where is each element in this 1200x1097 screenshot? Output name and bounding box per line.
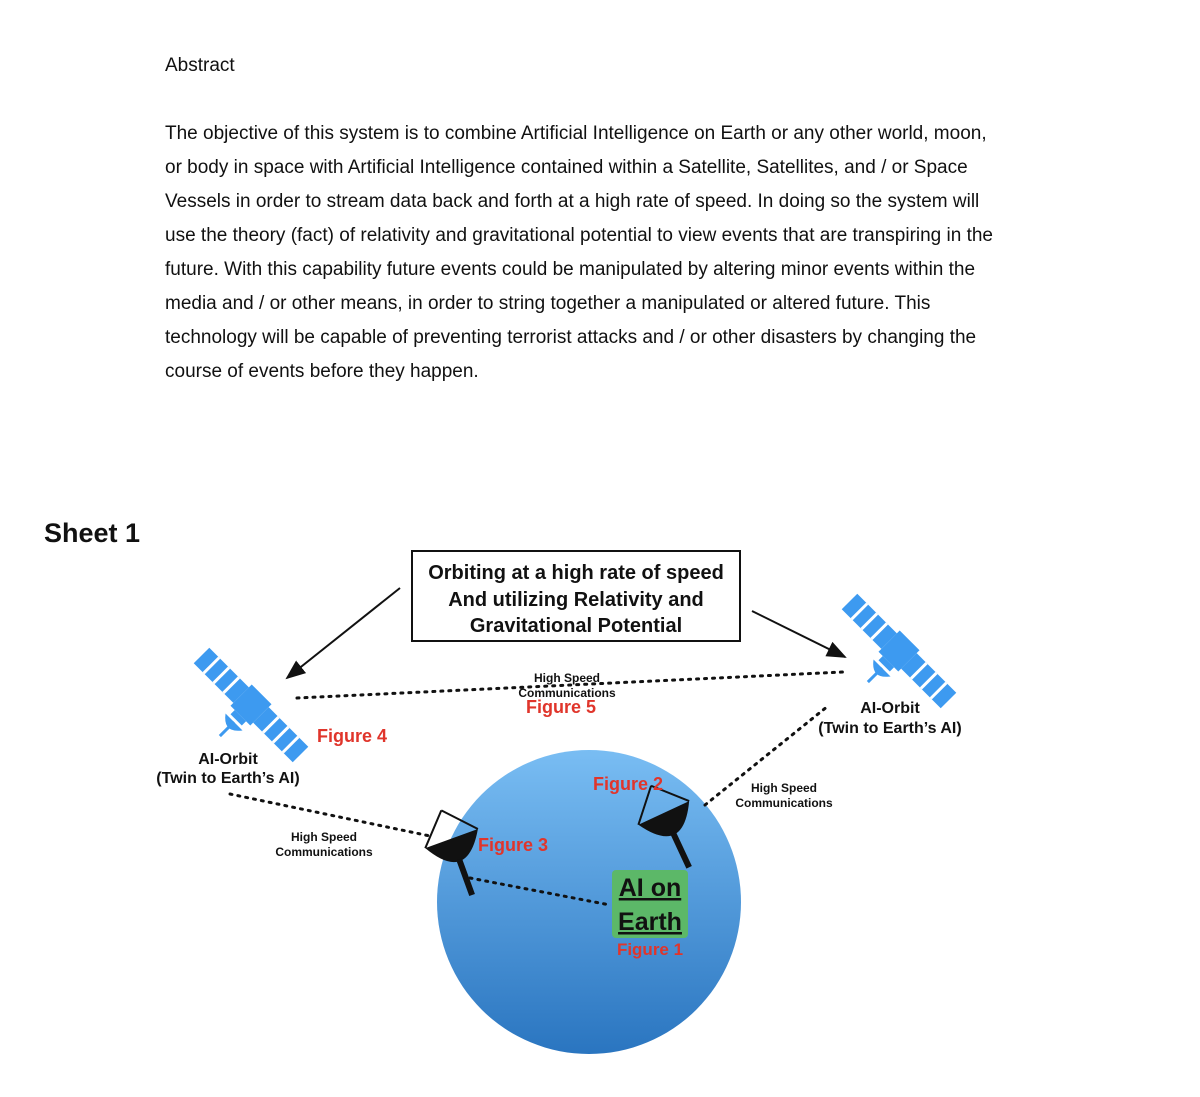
earth-ai-line-2: Earth: [618, 908, 682, 936]
caption-line-2: And utilizing Relativity and: [448, 589, 704, 611]
caption-line-3: Gravitational Potential: [470, 615, 682, 637]
satellite-left-label-1: AI-Orbit: [198, 751, 258, 768]
link-right-label-1: High Speed: [751, 781, 817, 795]
arrow-to-left-satellite: [287, 588, 400, 678]
satellite-right-label-2: (Twin to Earth’s AI): [818, 720, 961, 737]
satellite-left-label-2: (Twin to Earth’s AI): [156, 770, 299, 787]
link-left-label-2: Communications: [275, 845, 373, 859]
link-top-label-2: Communications: [518, 686, 616, 700]
earth-ai-line-1: AI on: [619, 874, 682, 902]
link-left-label-1: High Speed: [291, 830, 357, 844]
figure-4-label: Figure 4: [317, 726, 387, 746]
link-right-label-2: Communications: [735, 796, 833, 810]
satellite-right-label-1: AI-Orbit: [860, 700, 920, 717]
link-top-label-1: High Speed: [534, 671, 600, 685]
figure-5-label: Figure 5: [526, 697, 596, 717]
figure-2-label: Figure 2: [593, 774, 663, 794]
arrow-to-right-satellite: [752, 611, 845, 657]
figure-3-label: Figure 3: [478, 835, 548, 855]
caption-line-1: Orbiting at a high rate of speed: [428, 562, 724, 584]
figure-1-label: Figure 1: [617, 940, 683, 959]
